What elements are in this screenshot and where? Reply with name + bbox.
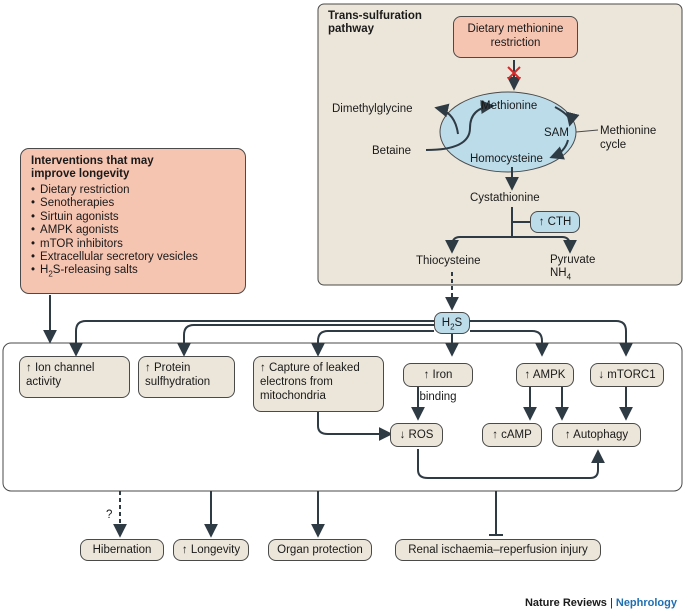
dimethylglycine-label: Dimethylglycine [332,103,413,115]
list-item: H2S-releasing salts [31,264,235,281]
cth-box: ↑ CTH [530,211,580,233]
h2s-salts-pre: H [40,264,49,277]
iron-binding-box: ↑ Iron binding [403,363,473,403]
interventions-box: Interventions that may improve longevity… [20,148,246,294]
footer-separator: | [606,597,616,609]
cystathionine-label: Cystathionine [470,192,540,204]
list-item: Extracellular secretory vesicles [31,251,235,264]
branch-to-thiocysteine [445,236,512,254]
betaine-label: Betaine [372,145,412,157]
dietary-restriction-box: Dietary methionine restriction [453,16,578,58]
list-item: Sirtuin agonists [31,211,235,224]
sam-label: SAM [544,127,569,139]
h2s-to-protein [177,324,434,357]
autophagy-box: ↑ Autophagy [552,423,641,447]
cycle-label-line [575,129,599,133]
h2s-to-capture [311,330,434,357]
h2s-to-ampk [470,330,549,357]
nh4-main: NH [550,267,567,279]
list-item: Dietary restriction [31,184,235,197]
journal-section: Nephrology [615,597,677,609]
methionine-to-sam-arrow [554,106,580,127]
mtorc1-box: ↓ mTORC1 [590,363,664,387]
h2s-node: H2S [434,312,470,334]
h2s-to-ion-channel [69,320,434,357]
homocysteine-label: Homocysteine [470,153,543,165]
protein-sulfhydration-box: ↑ Protein sulfhydration [138,356,235,398]
capture-box: ↑ Capture of leaked electrons from mitoc… [253,356,384,412]
list-item: AMPK agonists [31,224,235,237]
h2s-salts-sub: 2 [48,269,53,279]
list-item: Senotherapies [31,197,235,210]
h2s-to-mtorc1 [470,320,633,357]
camp-box: ↑ cAMP [482,423,542,447]
h2s-post: S [454,317,463,329]
longevity-box: ↑ Longevity [173,539,249,561]
dimethylglycine-arrow [434,103,459,135]
h2s-sub: 2 [450,322,455,332]
ros-to-autophagy [417,449,605,479]
list-item: mTOR inhibitors [31,238,235,251]
ros-box: ↓ ROS [390,423,443,447]
h2s-salts-post: S-releasing salts [52,264,138,277]
journal-name: Nature Reviews [524,597,607,609]
methionine-label: Methionine [481,100,538,112]
trans-sulfuration-title: Trans-sulfuration pathway [328,10,422,35]
pyruvate-text: Pyruvate [550,254,596,266]
nh4-sub: 4 [566,272,572,282]
capture-to-ros [317,412,393,441]
interventions-title: Interventions that may improve longevity [31,155,154,180]
pyruvate-label: Pyruvate NH4 [550,254,595,283]
interventions-list: Dietary restriction Senotherapies Sirtui… [31,184,235,281]
sam-to-homocysteine-arrow [549,139,569,160]
methionine-cycle-label: Methionine cycle [600,125,657,151]
h2s-pre: H [441,317,451,329]
hibernation-box: Hibernation [80,539,164,561]
nh4-text: NH4 [550,267,572,282]
betaine-arc [425,100,495,151]
organ-protection-box: Organ protection [268,539,372,561]
hibernation-question: ? [106,509,113,521]
ampk-box: ↑ AMPK [516,363,574,387]
renal-injury-box: Renal ischaemia–reperfusion injury [395,539,601,561]
thiocysteine-label: Thiocysteine [416,255,481,267]
ion-channel-box: ↑ Ion channel activity [19,356,130,398]
branch-to-pyruvate [512,236,577,254]
footer-credit: Nature Reviews | Nephrology [525,596,677,610]
inhibition-cross-icon [507,66,521,80]
